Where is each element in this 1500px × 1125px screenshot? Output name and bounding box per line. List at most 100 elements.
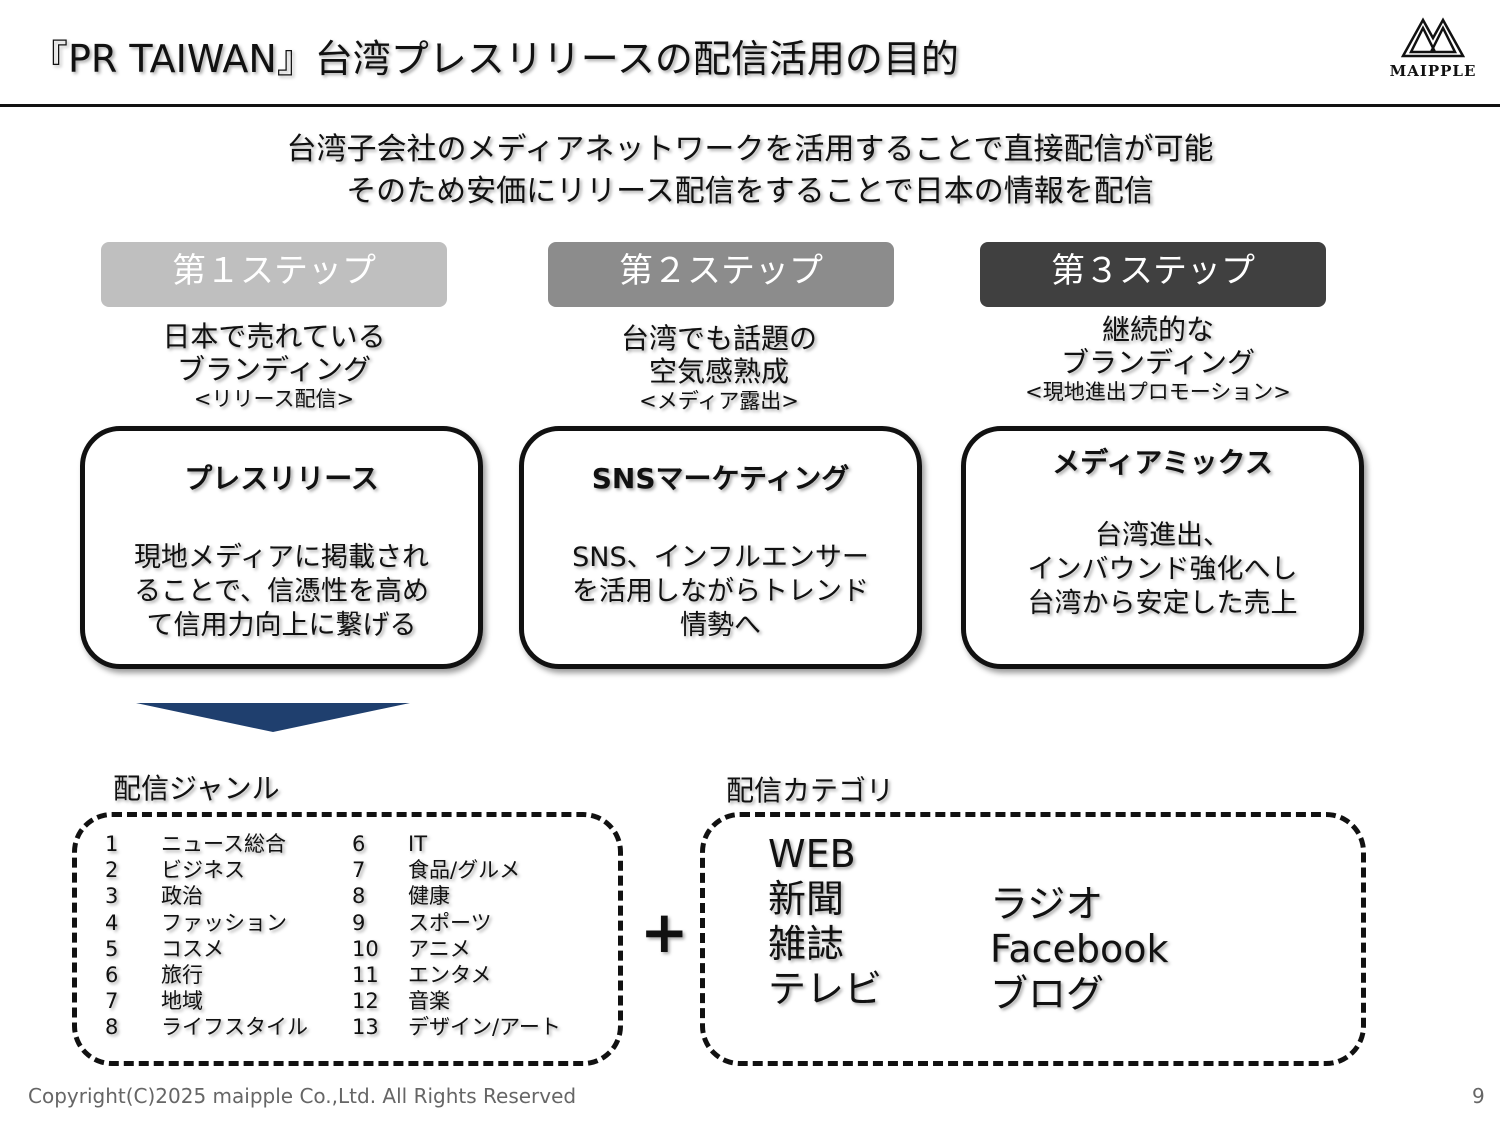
genre-number: 9 (352, 910, 366, 935)
text-line: インバウンド強化へし (1027, 554, 1298, 585)
text-line: <現地進出プロモーション> (1025, 380, 1291, 404)
text-line: <メディア露出> (639, 389, 799, 413)
page-title: 『PR TAIWAN』台湾プレスリリースの配信活用の目的 (30, 37, 959, 81)
category-box (700, 812, 1366, 1066)
genre-item: 8 ライフスタイル (105, 1014, 308, 1040)
genre-item: 11 エンタメ (352, 962, 561, 988)
genre-name: ビジネス (161, 858, 245, 883)
genre-item: 7 地域 (105, 988, 308, 1014)
text-line: WEB (768, 832, 856, 876)
genre-number: 7 (352, 858, 366, 883)
genre-number: 4 (105, 910, 119, 935)
genre-name: IT (408, 832, 428, 856)
genre-item: 9 スポーツ (352, 910, 561, 936)
step-2-description: 台湾でも話題の空気感熟成<メディア露出> (519, 322, 919, 414)
genre-number: 12 (352, 989, 379, 1014)
text-line: ブランディング (1060, 346, 1256, 379)
copyright: Copyright(C)2025 maipple Co.,Ltd. All Ri… (28, 1084, 577, 1108)
card-press-release: プレスリリース 現地メディアに掲載されることで、信憑性を高めて信用力向上に繋げる (80, 426, 483, 669)
genre-name: エンタメ (408, 963, 492, 988)
step-3-description: 継続的なブランディング<現地進出プロモーション> (958, 313, 1358, 405)
text-line: ラジオ (990, 882, 1104, 926)
step-3-header: 第３ステップ (980, 242, 1326, 307)
text-line: 台湾から安定した売上 (1027, 588, 1298, 619)
text-line: て信用力向上に繋げる (146, 610, 417, 641)
genre-item: 12 音楽 (352, 988, 561, 1014)
title-divider (0, 104, 1500, 107)
text-line: 雑誌 (768, 922, 845, 966)
genre-item: 6 旅行 (105, 962, 308, 988)
genre-item: 7 食品/グルメ (352, 857, 561, 883)
genre-item: 3 政治 (105, 883, 308, 909)
text-line: ブランディング (176, 353, 372, 386)
genre-number: 6 (352, 832, 366, 856)
text-line: Facebook (990, 927, 1169, 971)
text-line: 現地メディアに掲載され (133, 542, 430, 573)
text-line: SNSマーケティング (591, 462, 850, 495)
genre-list-col-1: 1 ニュース総合 2 ビジネス 3 政治 4 ファッション 5 コスメ 6 旅行 7 地域 8 ライフスタイル (105, 831, 308, 1041)
text-line: ブログ (990, 972, 1105, 1016)
text-line: <リリース配信> (193, 387, 355, 411)
genre-number: 7 (105, 989, 119, 1014)
genre-item: 10 アニメ (352, 936, 561, 962)
genre-name: 政治 (161, 884, 203, 909)
genre-number: 6 (105, 963, 119, 988)
step-2-header: 第２ステップ (548, 242, 894, 307)
genre-name: デザイン/アート (408, 1015, 561, 1040)
genre-box (72, 812, 623, 1066)
genre-number: 8 (105, 1015, 119, 1040)
genre-item: 1 ニュース総合 (105, 831, 308, 857)
genre-name: 音楽 (408, 989, 450, 1014)
genre-name: ニュース総合 (161, 832, 286, 856)
down-arrow-icon (136, 703, 410, 732)
text-line: 台湾でも話題の (620, 322, 817, 355)
genre-item: 5 コスメ (105, 936, 308, 962)
genre-name: 食品/グルメ (408, 858, 521, 883)
text-line: ることで、信憑性を高め (133, 576, 430, 607)
step-1-description: 日本で売れているブランディング<リリース配信> (74, 320, 474, 412)
text-line: 新聞 (768, 877, 845, 921)
text-line: 情勢へ (680, 610, 761, 641)
genre-name: スポーツ (408, 910, 492, 935)
genre-number: 11 (352, 963, 379, 988)
genre-item: 13 デザイン/アート (352, 1014, 561, 1040)
text-line: SNS、インフルエンサー (572, 542, 869, 573)
genre-name: 旅行 (161, 963, 203, 988)
genre-name: 地域 (161, 989, 203, 1014)
subtitle-line-2: そのため安価にリリース配信をすることで日本の情報を配信 (346, 174, 1154, 209)
genre-name: ライフスタイル (161, 1015, 308, 1040)
card-media-mix: メディアミックス 台湾進出、インバウンド強化へし台湾から安定した売上 (961, 426, 1364, 669)
subtitle-line-1: 台湾子会社のメディアネットワークを活用することで直接配信が可能 (286, 132, 1214, 167)
genre-label: 配信ジャンル (113, 772, 280, 805)
genre-name: コスメ (161, 936, 224, 961)
genre-name: アニメ (408, 936, 471, 961)
genre-name: 健康 (408, 884, 450, 909)
genre-name: ファッション (161, 910, 287, 935)
genre-number: 3 (105, 884, 119, 909)
genre-number: 2 (105, 858, 119, 883)
genre-list-col-2: 6 IT 7 食品/グルメ 8 健康 9 スポーツ 10 アニメ 11 エンタメ 12 音楽 13 デザイン/… (352, 831, 561, 1041)
text-line: プレスリリース (184, 462, 379, 495)
genre-number: 10 (352, 936, 379, 961)
genre-number: 1 (105, 832, 119, 856)
logo-text: MAIPPLE (1389, 62, 1477, 80)
genre-item: 8 健康 (352, 883, 561, 909)
text-line: メディアミックス (1052, 446, 1273, 479)
plus-sign: + (640, 898, 689, 966)
text-line: 継続的な (1101, 313, 1214, 346)
text-line: 空気感熟成 (648, 355, 789, 388)
genre-item: 6 IT (352, 831, 561, 857)
genre-number: 5 (105, 936, 119, 961)
text-line: テレビ (768, 967, 883, 1011)
genre-number: 8 (352, 884, 366, 909)
step-1-header: 第１ステップ (101, 242, 447, 307)
genre-item: 4 ファッション (105, 910, 308, 936)
text-line: 日本で売れている (162, 320, 386, 353)
mountain-logo-icon (1400, 17, 1466, 58)
genre-number: 13 (352, 1015, 379, 1040)
page-number: 9 (1472, 1084, 1485, 1108)
category-label: 配信カテゴリ (726, 774, 895, 807)
text-line: 台湾進出、 (1095, 520, 1230, 551)
